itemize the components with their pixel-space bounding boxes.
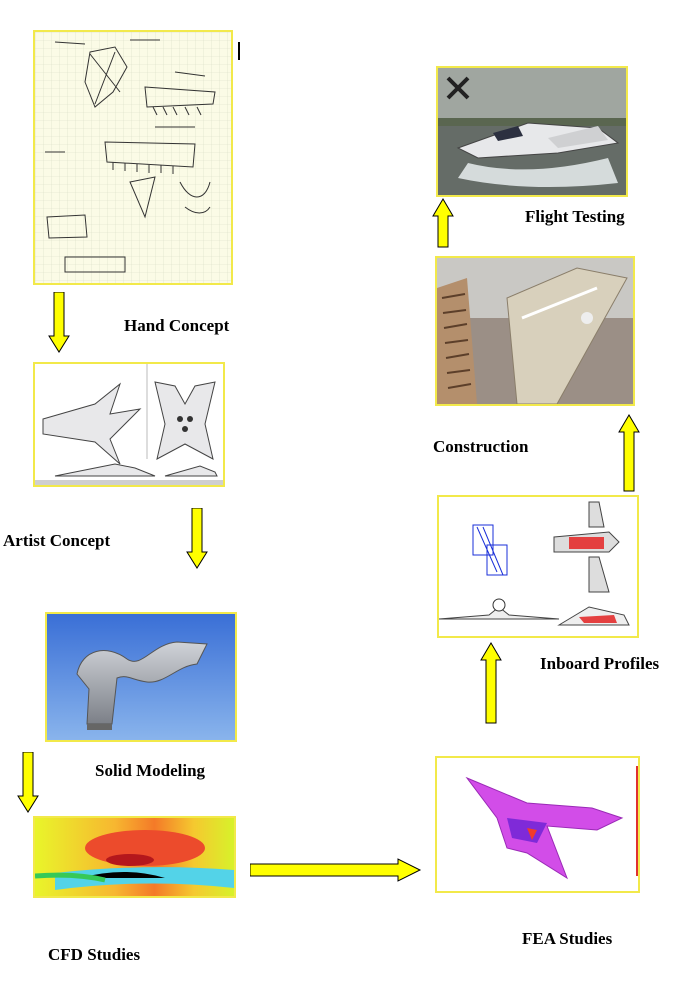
- inboard-profiles-label: Inboard Profiles: [540, 654, 660, 673]
- arrow-up-1: [480, 642, 502, 724]
- artist-concept-label: Artist Concept: [3, 531, 111, 550]
- arrow-up-3: [432, 198, 454, 248]
- arrow-right: [250, 858, 422, 882]
- text-cursor: [238, 42, 240, 60]
- construction-label: Construction: [433, 437, 529, 456]
- solid-modeling-image: [45, 612, 237, 742]
- fea-studies-label: FEA Studies: [522, 929, 613, 948]
- cfd-studies-label: CFD Studies: [48, 945, 141, 964]
- construction-image: [435, 256, 635, 406]
- flight-testing-image: [436, 66, 628, 197]
- arrow-down-3: [17, 752, 39, 813]
- cfd-studies-image: [33, 816, 236, 898]
- hand-concept-label: Hand Concept: [124, 316, 230, 335]
- fea-studies-image: [435, 756, 640, 893]
- hand-concept-image: [33, 30, 233, 285]
- arrow-down-1: [48, 292, 70, 353]
- solid-modeling-label: Solid Modeling: [95, 761, 206, 780]
- inboard-profiles-image: [437, 495, 639, 638]
- artist-concept-image: [33, 362, 225, 487]
- flight-testing-label: Flight Testing: [525, 207, 625, 226]
- arrow-up-2: [618, 414, 640, 492]
- arrow-down-2: [186, 508, 208, 569]
